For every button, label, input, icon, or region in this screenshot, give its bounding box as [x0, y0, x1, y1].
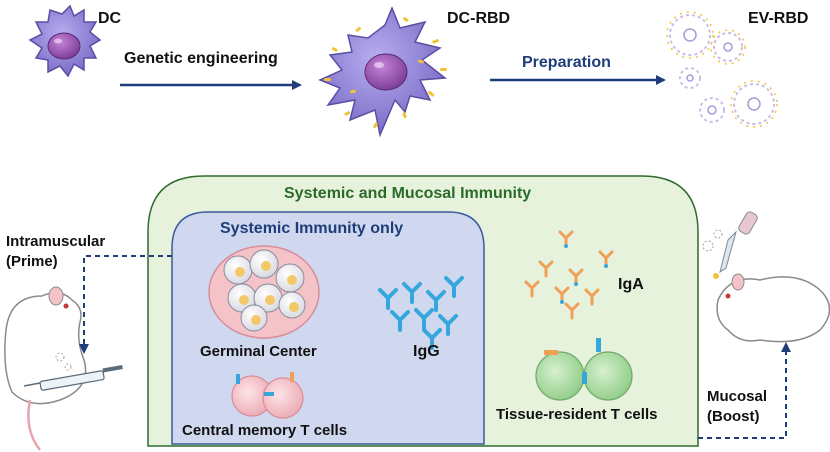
central-memory-t-cells-illustration: [231, 372, 304, 419]
mouse-right-illustration: [716, 273, 830, 343]
boost-label: (Boost): [707, 408, 760, 425]
dropper-illustration: [702, 211, 758, 279]
dc-rbd-label: DC-RBD: [447, 10, 511, 27]
prime-label: (Prime): [6, 253, 58, 270]
igg-antibodies-illustration: [378, 276, 464, 350]
germinal-center-label: Germinal Center: [200, 343, 317, 360]
dc-label: DC: [98, 10, 122, 27]
mucosal-label: Mucosal: [707, 388, 768, 405]
central-memory-t-cells-label: Central memory T cells: [182, 422, 348, 439]
iga-antibodies-illustration: [524, 230, 614, 320]
boost-route-dashed-arrow: [698, 342, 791, 439]
prime-route-dashed-arrow: [79, 255, 172, 354]
systemic-only-box: [171, 211, 485, 445]
ev-rbd-label: EV-RBD: [748, 10, 809, 27]
mouse-left-illustration: [4, 286, 87, 451]
ev-rbd-vesicles-illustration: [666, 11, 778, 128]
genetic-engineering-label: Genetic engineering: [124, 50, 278, 67]
dc-cell-illustration: [28, 4, 102, 78]
dc-rbd-cell-illustration: [318, 6, 447, 138]
syringe-illustration: [23, 352, 123, 391]
intramuscular-label: Intramuscular: [6, 233, 106, 250]
igg-label: IgG: [413, 343, 440, 360]
preparation-label: Preparation: [522, 54, 611, 71]
tissue-resident-t-cells-label: Tissue-resident T cells: [496, 406, 658, 423]
iga-label: IgA: [618, 276, 644, 293]
systemic-mucosal-title: Systemic and Mucosal Immunity: [284, 185, 532, 202]
tissue-resident-t-cells-illustration: [535, 338, 633, 401]
germinal-center-illustration: [208, 245, 320, 339]
systemic-only-title: Systemic Immunity only: [220, 220, 404, 237]
